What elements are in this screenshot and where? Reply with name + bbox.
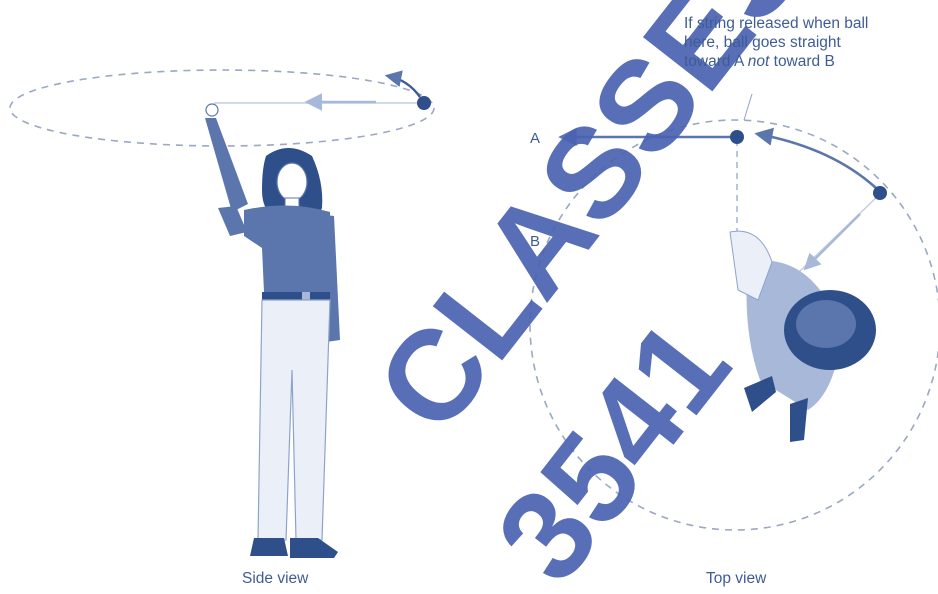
note-leader-line [744,94,752,120]
side-ball [417,96,431,110]
top-inward-arrow [806,214,860,268]
release-note-line3-em: not [748,53,770,70]
release-note-line1: If string released when ball [684,14,938,33]
release-note-line3-pre: toward A [684,53,748,70]
release-note-line2: here, ball goes straight [684,33,938,52]
release-note-line3: toward A not toward B [684,52,938,71]
side-view-caption: Side view [242,570,308,588]
woman-top-figure [730,231,876,442]
side-hand [206,104,218,116]
release-note: If string released when ball here, ball … [684,14,938,71]
release-ball [730,130,744,144]
side-view-diagram [10,70,434,558]
top-view-caption: Top view [706,570,766,588]
woman-figure [205,118,340,558]
release-note-line3-post: toward B [769,53,834,70]
top-ball [873,186,887,200]
side-motion-arrow [388,76,420,97]
